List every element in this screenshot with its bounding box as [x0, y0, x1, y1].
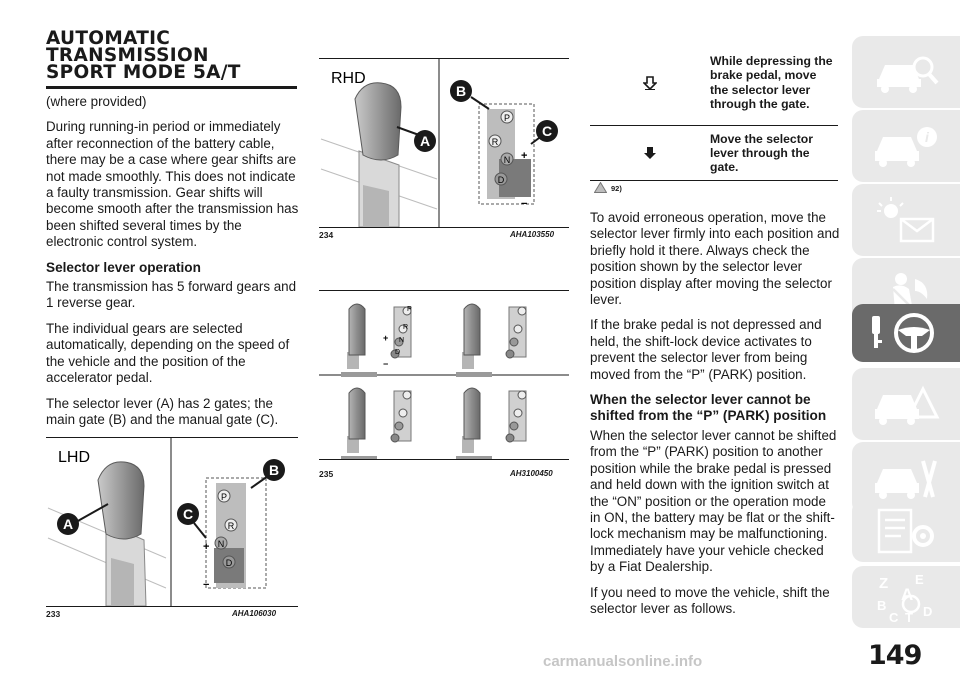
step-text: Move the selector lever through the gate…	[710, 131, 813, 175]
subheading: Selector lever operation	[46, 259, 201, 275]
section-title: AUTOMATIC TRANSMISSION SPORT MODE 5A/T	[46, 28, 296, 83]
svg-text:R: R	[492, 137, 499, 147]
svg-text:−: −	[203, 579, 209, 591]
label-b-badge	[263, 459, 285, 481]
label-b: B	[456, 83, 466, 99]
warning-light-message-icon	[877, 197, 935, 243]
svg-text:+: +	[203, 541, 209, 553]
svg-text:N: N	[218, 539, 225, 549]
paragraph: The individual gears are selected automa…	[46, 320, 290, 386]
svg-text:R: R	[403, 324, 408, 331]
alphabetical-index-icon: Z E A B C T D	[877, 572, 932, 624]
chapter-tab-technical-data[interactable]	[852, 500, 960, 562]
paragraph: During running-in period or immediately …	[46, 119, 299, 250]
watermark: carmanualsonline.info	[543, 653, 703, 670]
step-row: While depressing the brake pedal, move t…	[590, 40, 838, 126]
svg-text:+: +	[521, 150, 527, 162]
car-warning-triangle-icon	[875, 385, 940, 425]
step-text: While depressing the brake pedal, move t…	[710, 53, 833, 111]
selector-lever-knob	[354, 82, 402, 161]
where-provided-note: (where provided)	[46, 94, 147, 109]
selector-lever-knob	[97, 461, 145, 540]
chapter-tab-emergency[interactable]	[852, 368, 960, 440]
svg-text:P: P	[504, 113, 510, 123]
svg-text:R: R	[228, 521, 235, 531]
figure-number: 233	[46, 609, 61, 619]
figure-number: 235	[319, 469, 334, 479]
svg-text:N: N	[504, 155, 511, 165]
title-line: TRANSMISSION	[46, 45, 209, 66]
paragraph: The selector lever (A) has 2 gates; the …	[46, 395, 279, 427]
warning-note-reference: 92)	[593, 181, 622, 195]
svg-text:+: +	[383, 333, 388, 343]
chapter-tab-index[interactable]: Z E A B C T D	[852, 566, 960, 628]
label-c-badge	[536, 120, 558, 142]
car-search-icon	[877, 56, 939, 93]
label-c: C	[183, 506, 193, 522]
paragraph: If the brake pedal is not depressed and …	[590, 317, 822, 382]
svg-text:D: D	[498, 175, 505, 185]
lhd-label: LHD	[58, 449, 90, 466]
paragraph: When the selector lever cannot be shifte…	[590, 427, 837, 575]
label-a: A	[420, 133, 430, 149]
svg-text:i: i	[925, 129, 930, 145]
figure-number: 234	[319, 230, 334, 240]
hollow-down-arrow-icon	[590, 75, 710, 90]
svg-text:−: −	[521, 198, 527, 210]
subheading: When the selector lever cannot be shifte…	[590, 392, 827, 424]
chapter-tab-starting-driving[interactable]	[852, 304, 960, 362]
car-tools-icon	[875, 460, 937, 499]
list-settings-icon	[877, 508, 934, 554]
note-ref-text: 92)	[611, 184, 622, 193]
label-a-badge	[57, 513, 79, 535]
column-3-text: To avoid erroneous operation, move the s…	[590, 210, 840, 626]
svg-text:P: P	[407, 306, 412, 313]
figure-code: AHA106030	[232, 609, 277, 618]
chapter-tab-car-search[interactable]	[852, 36, 960, 108]
figure-234-rhd: RHD A P R N D + − B C	[319, 58, 569, 228]
page-number: 149	[868, 640, 922, 671]
step-row: Move the selector lever through the gate…	[590, 126, 838, 181]
svg-text:B: B	[877, 598, 886, 613]
column-1-text: (where provided) During running-in perio…	[46, 94, 300, 437]
paragraph: The transmission has 5 forward gears and…	[46, 279, 297, 311]
car-info-icon: i	[875, 127, 937, 167]
title-line: AUTOMATIC	[46, 28, 171, 49]
svg-text:D: D	[923, 604, 932, 619]
svg-text:C: C	[889, 610, 899, 624]
shift-instructions-table: While depressing the brake pedal, move t…	[590, 40, 838, 181]
key-steering-wheel-icon	[872, 313, 934, 353]
paragraph: If you need to move the vehicle, shift t…	[590, 584, 830, 616]
figure-233-lhd: LHD A P R N D + − B C	[46, 437, 298, 607]
paragraph: To avoid erroneous operation, move the s…	[590, 210, 840, 308]
title-underline	[46, 86, 297, 89]
chapter-tab-car-info[interactable]: i	[852, 110, 960, 182]
svg-text:D: D	[226, 558, 233, 568]
figure-235-shift-diagrams: P R N D + −	[319, 290, 569, 460]
svg-text:E: E	[915, 572, 924, 587]
svg-text:−: −	[383, 359, 388, 369]
solid-down-arrow-icon	[590, 146, 710, 160]
label-c: C	[542, 123, 552, 139]
label-b-badge	[450, 80, 472, 102]
label-b: B	[269, 462, 279, 478]
svg-text:D: D	[395, 349, 400, 356]
warning-triangle-icon	[593, 181, 608, 195]
title-line: SPORT MODE 5A/T	[46, 62, 241, 83]
label-a-badge	[414, 130, 436, 152]
figure-code: AHA103550	[510, 230, 555, 239]
label-c-badge	[177, 503, 199, 525]
svg-text:Z: Z	[879, 575, 888, 592]
svg-text:T: T	[905, 610, 913, 624]
figure-code: AH3100450	[510, 469, 553, 478]
rhd-label: RHD	[331, 70, 366, 87]
svg-text:P: P	[221, 492, 227, 502]
label-a: A	[63, 516, 73, 532]
svg-text:N: N	[399, 337, 404, 344]
chapter-tab-warning-lights[interactable]	[852, 184, 960, 256]
